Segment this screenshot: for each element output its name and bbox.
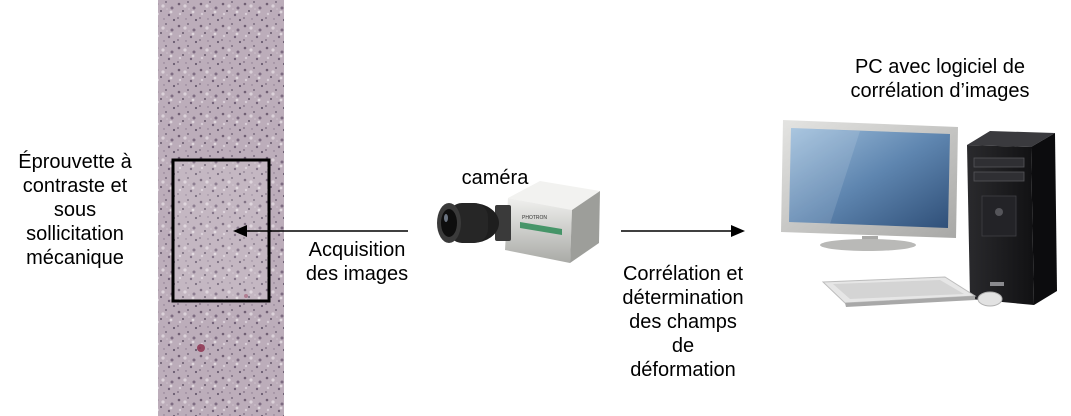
correlation-label: Corrélation et détermination des champs … [622,263,744,381]
keyboard-edge [845,296,975,307]
tower-badge [990,282,1004,286]
tower-power-button [995,208,1003,216]
monitor-screen [789,128,950,228]
monitor-stand [820,239,916,251]
desktop-pc-icon [781,120,1057,307]
specimen-strip [158,0,284,416]
correlation-arrow [621,225,745,237]
monitor-screen-shine [789,128,860,224]
specimen-tint [158,0,284,416]
camera-mount [495,205,511,241]
tower-drive-bay-1 [973,157,1025,168]
acquisition-arrow [233,225,408,237]
specimen-image [158,0,284,416]
specimen-mark-2 [244,294,248,298]
tower-drive-bay-2 [973,171,1025,182]
camera-stripe [520,222,562,235]
mouse [977,291,1003,307]
specimen-mark [197,344,205,352]
camera-body-top [508,181,600,210]
camera-body-back [570,191,600,263]
tower-top [967,131,1055,147]
tower-side [1031,133,1057,305]
acquisition-label: Acquisition des images [305,239,409,285]
camera-label: caméra [461,167,529,189]
camera-lens-glass [441,209,457,237]
specimen-label: Éprouvette à contraste et sous sollicita… [18,151,132,269]
keyboard-keys [833,280,964,299]
camera-lens-reflection [444,214,448,222]
high-speed-camera-icon: PHOTRON [437,181,600,263]
pc-label: PC avec logiciel de corrélation d’images [850,56,1030,102]
camera-brand-text: PHOTRON [522,215,547,221]
